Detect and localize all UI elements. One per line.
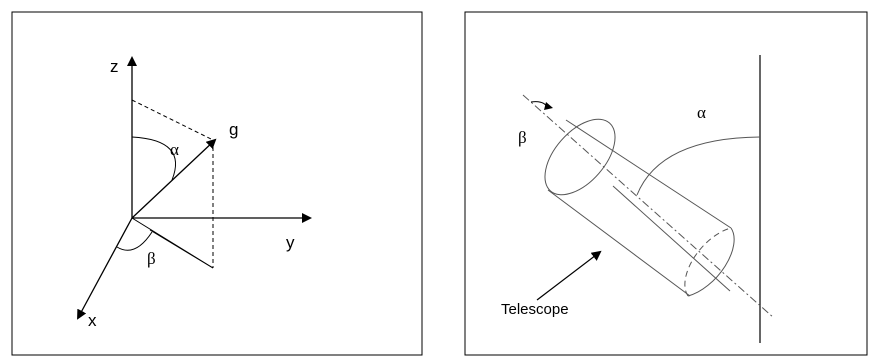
x-axis (77, 217, 133, 320)
telescope-back-ellipse-hidden (684, 227, 732, 297)
telescope-body (544, 118, 735, 297)
telescope-front-ellipse (544, 118, 616, 196)
alpha-arc-right (636, 136, 761, 196)
alpha-label: α (170, 140, 179, 159)
left-panel-frame (11, 11, 423, 356)
right-panel-frame (464, 11, 868, 356)
projection-to-z (131, 99, 214, 141)
y-axis-label: y (286, 233, 295, 252)
z-axis-label: z (110, 57, 119, 76)
optical-axis (522, 94, 775, 319)
alpha-label-right: α (697, 103, 706, 122)
telescope-top-edge (565, 119, 732, 229)
telescope-near-edge (547, 189, 691, 297)
g-vector (131, 138, 217, 219)
right-panel: α β Telescope (464, 11, 868, 356)
alpha-arc (131, 136, 177, 181)
beta-rotation-arrowhead (544, 102, 553, 110)
left-panel: z y x g α β (11, 11, 423, 356)
telescope-bottom-edge (612, 185, 731, 292)
x-axis-label: x (88, 311, 97, 330)
telescope-label: Telescope (501, 301, 569, 318)
g-vector-label: g (229, 120, 238, 139)
beta-label-right: β (518, 128, 527, 147)
beta-label: β (147, 249, 156, 268)
telescope-back-ellipse-visible (687, 227, 735, 297)
telescope-pointer-arrow (536, 250, 602, 301)
xy-projection-edge (149, 229, 214, 269)
beta-arc (116, 231, 153, 251)
